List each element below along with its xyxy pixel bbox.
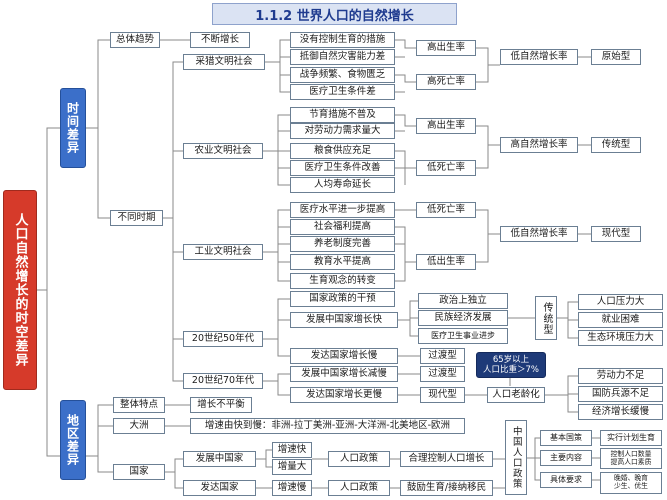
agriculture-factor: 粮食供应充足 [290, 143, 395, 159]
hunting-type: 原始型 [591, 49, 641, 65]
node-developed-countries: 发达国家 [183, 480, 256, 496]
page-title: 1.1.2 世界人口的自然增长 [212, 3, 457, 25]
industry-factor: 养老制度完善 [290, 236, 395, 252]
china-item: 具体要求 [540, 472, 592, 488]
node-agriculture-society: 农业文明社会 [183, 143, 263, 159]
agriculture-factor: 医疗卫生条件改善 [290, 160, 395, 176]
node-overall-trend: 总体趋势 [110, 32, 160, 48]
root-topic: 人口自然增长的时空差异 [3, 190, 37, 390]
china-item: 基本国策 [540, 430, 592, 446]
node-dev-policy: 人口政策 [328, 451, 390, 467]
agriculture-factor: 对劳动力需求量大 [290, 123, 395, 139]
node-traditional-type: 传统型 [535, 296, 557, 340]
node-policy-intervention: 国家政策的干预 [290, 291, 395, 307]
cause-item: 医疗卫生事业进步 [418, 328, 508, 344]
node-transition-type-50s: 过渡型 [420, 348, 465, 364]
cause-item: 民族经济发展 [418, 310, 508, 326]
problem-item: 就业困难 [578, 312, 663, 328]
node-hunting-society: 采猎文明社会 [183, 54, 265, 70]
node-continents: 大洲 [113, 418, 165, 434]
branch-region: 地区差异 [60, 400, 86, 480]
industry-factor: 医疗水平进一步提高 [290, 202, 395, 218]
hunting-factor: 医疗卫生条件差 [290, 84, 395, 100]
branch-time: 时间差异 [60, 88, 86, 168]
china-item: 主要内容 [540, 450, 592, 466]
node-1970s: 20世纪70年代 [183, 373, 263, 389]
industry-type: 现代型 [591, 226, 641, 242]
aging-problem: 劳动力不足 [578, 368, 663, 384]
node-periods: 不同时期 [110, 210, 163, 226]
agriculture-growth: 高自然增长率 [500, 137, 578, 153]
china-detail: 晚婚、晚育 少生、优生 [600, 472, 662, 494]
node-uneven: 增长不平衡 [190, 397, 252, 413]
hunting-factor: 抵御自然灾害能力差 [290, 49, 395, 65]
node-continent-order: 增速由快到慢：非洲-拉丁美洲-亚洲-大洋洲-北美地区-欧洲 [190, 418, 465, 434]
industry-factor: 教育水平提高 [290, 254, 395, 270]
hunting-rate: 高死亡率 [416, 74, 476, 90]
hunting-factor: 战争频繁、食物匮乏 [290, 67, 395, 83]
dev-growth-item: 增量大 [272, 459, 312, 475]
dev-growth-item: 增速快 [272, 442, 312, 458]
node-developed-slower: 发达国家增长更慢 [290, 387, 398, 403]
aging-note: 65岁以上 人口比重＞7% [476, 352, 546, 378]
agriculture-factor: 人均寿命延长 [290, 177, 395, 193]
industry-factor: 社会福利提高 [290, 219, 395, 235]
node-china-policy: 中国人口政策 [505, 420, 527, 495]
node-modern-type: 现代型 [420, 387, 465, 403]
problem-item: 生态环境压力大 [578, 330, 663, 346]
agriculture-type: 传统型 [591, 137, 641, 153]
node-dvd-policy: 人口政策 [328, 480, 390, 496]
hunting-rate: 高出生率 [416, 40, 476, 56]
aging-problem: 经济增长缓慢 [578, 404, 663, 420]
dvd-growth-item: 增速慢 [272, 480, 312, 496]
industry-rate: 低死亡率 [416, 202, 476, 218]
agriculture-rate: 高出生率 [416, 118, 476, 134]
node-industry-society: 工业文明社会 [183, 244, 263, 260]
hunting-growth: 低自然增长率 [500, 49, 578, 65]
china-detail: 实行计划生育 [600, 430, 662, 446]
node-control-growth: 合理控制人口增长 [400, 451, 493, 467]
industry-growth: 低自然增长率 [500, 226, 578, 242]
agriculture-factor: 节育措施不普及 [290, 107, 395, 123]
node-developed-slow: 发达国家增长慢 [290, 348, 398, 364]
node-continuous-growth: 不断增长 [190, 32, 250, 48]
node-features: 整体特点 [113, 397, 165, 413]
node-developing-fast: 发展中国家增长快 [290, 312, 398, 328]
agriculture-rate: 低死亡率 [416, 160, 476, 176]
cause-item: 政治上独立 [418, 293, 508, 309]
hunting-factor: 没有控制生育的措施 [290, 32, 395, 48]
aging-problem: 国防兵源不足 [578, 386, 663, 402]
industry-factor: 生育观念的转变 [290, 273, 395, 289]
problem-item: 人口压力大 [578, 294, 663, 310]
node-developing-slowing: 发展中国家增长减慢 [290, 366, 398, 382]
node-countries: 国家 [113, 464, 165, 480]
china-detail: 控制人口数量 提高人口素质 [600, 448, 662, 469]
node-developing-countries: 发展中国家 [183, 451, 256, 467]
node-transition-type-70s: 过渡型 [420, 366, 465, 382]
node-encourage-birth: 鼓励生育/接纳移民 [400, 480, 493, 496]
node-1950s: 20世纪50年代 [183, 331, 263, 347]
node-aging: 人口老龄化 [487, 387, 545, 403]
industry-rate: 低出生率 [416, 254, 476, 270]
